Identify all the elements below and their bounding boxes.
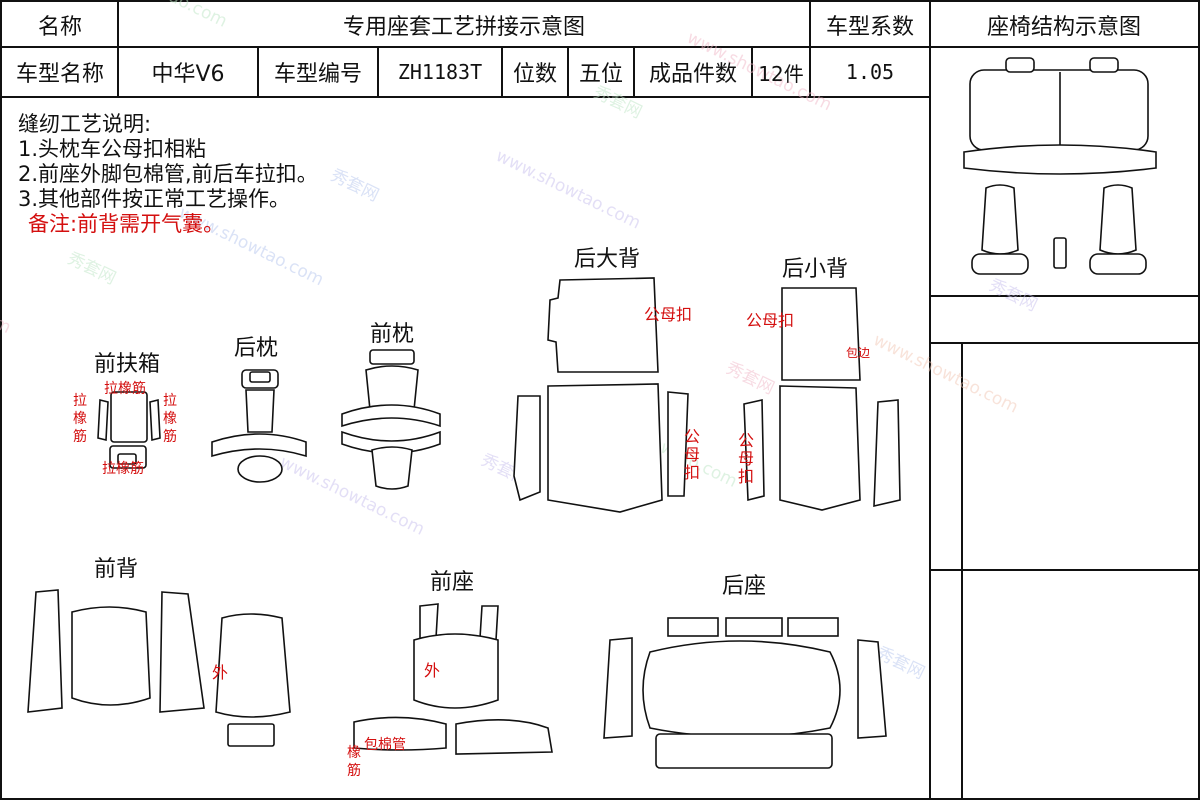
annotation-snap: 公母扣 xyxy=(746,311,795,330)
model-code: ZH1183T xyxy=(397,60,483,84)
rear-seat-pattern xyxy=(603,617,887,769)
annotation-snap: 公母扣 xyxy=(644,305,693,324)
model-name: 中华V6 xyxy=(151,62,225,87)
annotation-foam-tube: 包棉管 xyxy=(364,737,406,753)
rear-small-back-pattern xyxy=(743,287,901,511)
annotation-hem: 包边 xyxy=(846,346,871,360)
section-front-headrest: 前枕 xyxy=(370,322,415,347)
rear-big-back-pattern xyxy=(513,277,689,513)
annotation-elastic: 拉橡筋 xyxy=(73,393,87,445)
section-rear-headrest: 后枕 xyxy=(234,336,279,361)
annotation-outer: 外 xyxy=(424,661,441,680)
front-headrest-pattern xyxy=(341,349,441,490)
front-armrest-pattern xyxy=(97,391,161,469)
section-front-seat: 前座 xyxy=(430,570,475,595)
remark: 备注:前背需开气囊。 xyxy=(28,212,225,236)
name-label: 名称 xyxy=(37,14,82,40)
section-front-armrest: 前扶箱 xyxy=(94,352,161,377)
section-front-back: 前背 xyxy=(94,557,139,582)
annotation-outer: 外 xyxy=(212,663,229,682)
annotation-elastic: 拉橡筋 xyxy=(102,461,144,477)
sewing-notes: 缝纫工艺说明: 1.头枕车公母扣相粘 2.前座外脚包棉管,前后车拉扣。 3.其他… xyxy=(18,112,318,237)
coef-label: 车型系数 xyxy=(825,14,914,40)
annotation-snap: 公母扣 xyxy=(738,431,755,486)
page-title: 专用座套工艺拼接示意图 xyxy=(342,14,585,40)
seats-label: 位数 xyxy=(512,62,557,87)
annotation-elastic: 拉橡筋 xyxy=(104,381,146,397)
annotation-elastic: 拉橡筋 xyxy=(163,393,177,445)
section-rear-small-back: 后小背 xyxy=(782,257,849,282)
rear-headrest-pattern xyxy=(211,369,307,483)
pieces-value: 12件 xyxy=(758,61,804,86)
annotation-elastic: 橡筋 xyxy=(347,745,361,779)
seat-structure-diagram xyxy=(963,57,1157,275)
front-back-pattern xyxy=(27,589,291,747)
structure-label: 座椅结构示意图 xyxy=(986,14,1141,40)
notes-heading: 缝纫工艺说明: xyxy=(18,112,152,136)
model-code-label: 车型编号 xyxy=(273,62,362,87)
note-item: 1.头枕车公母扣相粘 xyxy=(18,137,207,161)
note-item: 2.前座外脚包棉管,前后车拉扣。 xyxy=(18,162,318,186)
seats-value: 五位 xyxy=(578,62,623,87)
annotation-snap: 公母扣 xyxy=(684,427,701,482)
coef-value: 1.05 xyxy=(845,60,895,84)
pieces-label: 成品件数 xyxy=(648,62,737,87)
model-name-label: 车型名称 xyxy=(15,62,104,87)
note-item: 3.其他部件按正常工艺操作。 xyxy=(18,187,291,211)
front-seat-pattern xyxy=(353,603,553,755)
section-rear-seat: 后座 xyxy=(722,574,767,599)
section-rear-big-back: 后大背 xyxy=(574,247,641,272)
